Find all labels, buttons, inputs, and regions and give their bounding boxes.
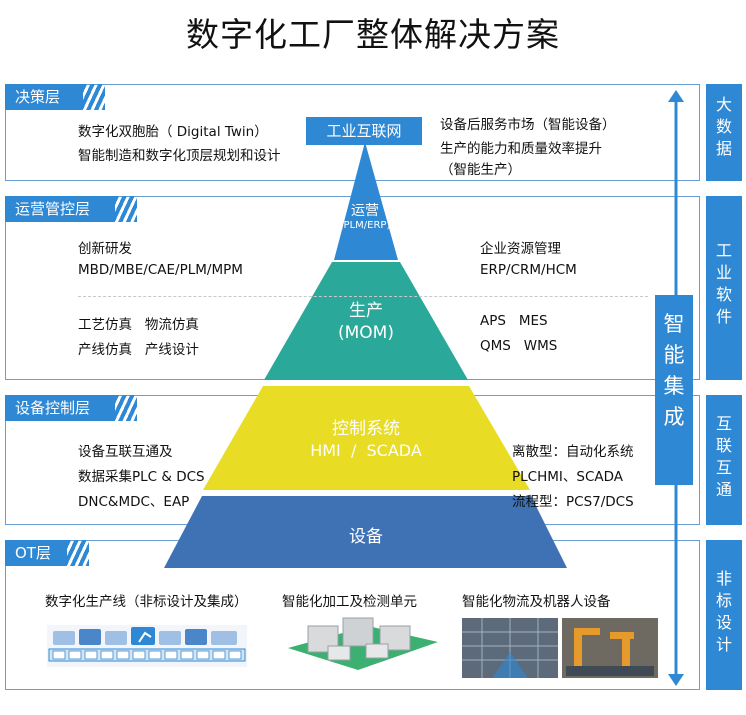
operation-right-line-1: 企业资源管理 [480, 241, 561, 257]
side-char: 非 [715, 569, 732, 588]
ot-caption-logistics-robot: 智能化物流及机器人设备 [462, 594, 611, 610]
pyramid-ops-segment [334, 142, 398, 260]
side-char: 据 [715, 139, 732, 158]
production-title: 生产 [349, 301, 383, 321]
intelligent-integration-box: 智 能 集 成 [655, 295, 693, 485]
side-char: 计 [715, 635, 732, 654]
operation-right-line-4: QMS WMS [480, 338, 558, 354]
pyramid-top-label: 工业互联网 [326, 122, 402, 140]
side-char: 工 [715, 241, 732, 260]
pyramid-production-label: 生产 (MOM) [306, 300, 426, 344]
arrow-head-up-icon [668, 90, 684, 102]
production-line-illustration [47, 625, 247, 667]
monitor-icon [211, 631, 237, 645]
tab-stripes [75, 84, 105, 110]
tab-label: 决策层 [15, 88, 61, 106]
operation-divider [78, 296, 648, 297]
decision-right-line-1: 设备后服务市场（智能设备） [440, 117, 616, 133]
ops-title: 运营 [351, 203, 379, 219]
side-char: 业 [715, 263, 732, 282]
operation-left-line-3: 工艺仿真 物流仿真 [78, 317, 199, 333]
control-right-line-2: PLCHMI、SCADA [512, 469, 623, 485]
tab-stripes [59, 540, 89, 566]
tab-stripes [107, 395, 137, 421]
control-title: 控制系统 [332, 419, 400, 439]
side-char: 标 [715, 591, 732, 610]
cart-icon [105, 631, 127, 645]
tab-ot-layer: OT层 [5, 540, 89, 566]
control-subtitle: HMI / SCADA [310, 441, 422, 460]
integration-char: 成 [663, 405, 685, 429]
side-char: 件 [715, 307, 732, 326]
machining-unit-illustration [288, 617, 438, 670]
ot-caption-machining-unit: 智能化加工及检测单元 [282, 594, 417, 610]
integration-char: 集 [663, 374, 685, 398]
operation-left-line-2: MBD/MBE/CAE/PLM/MPM [78, 262, 243, 278]
pyramid-production-segment [264, 262, 468, 380]
tab-label: 设备控制层 [15, 399, 91, 417]
tab-decision-layer: 决策层 [5, 84, 105, 110]
tab-equipment-control-layer: 设备控制层 [5, 395, 137, 421]
side-char: 大 [715, 95, 732, 114]
operation-left-line-1: 创新研发 [78, 241, 132, 257]
control-right-line-3: 流程型：PCS7/DCS [512, 494, 634, 510]
pyramid-ops-label: 运营 (PLM/ERP) [315, 200, 415, 231]
logistics-robot-illustration [462, 618, 658, 678]
tab-label: 运营管控层 [15, 200, 91, 218]
pyramid-control-segment [203, 386, 530, 490]
integration-char: 智 [663, 312, 685, 336]
tab-stripes [107, 196, 137, 222]
machine-icon [159, 631, 181, 645]
robot-arm-icon [622, 632, 630, 668]
side-char: 设 [715, 613, 732, 632]
decision-right-line-3: （智能生产） [440, 162, 521, 178]
side-char: 数 [715, 117, 732, 136]
decision-right-line-2: 生产的能力和质量效率提升 [440, 141, 602, 157]
side-char: 通 [715, 480, 732, 499]
pyramid-control-label: 控制系统 HMI / SCADA [286, 418, 446, 462]
side-label-big-data: 大 数 据 [706, 84, 742, 181]
pyramid-top-box: 工业互联网 [306, 117, 422, 145]
control-left-line-3: DNC&MDC、EAP [78, 494, 190, 510]
side-char: 互 [715, 458, 732, 477]
pyramid-device-segment [164, 496, 567, 568]
control-right-line-1: 离散型：自动化系统 [512, 444, 634, 460]
wrench-icon [185, 629, 207, 645]
control-left-line-2: 数据采集PLC & DCS [78, 469, 205, 485]
robot-arm-icon [574, 628, 582, 668]
ops-subtitle: (PLM/ERP) [339, 220, 391, 231]
side-char: 互 [715, 414, 732, 433]
side-label-interconnection: 互 联 互 通 [706, 395, 742, 525]
decision-left-line-1: 数字化双胞胎（ Digital Twin） [78, 124, 268, 140]
arrow-head-down-icon [668, 674, 684, 686]
tab-label: OT层 [15, 544, 51, 562]
machine-icon [79, 629, 101, 645]
operation-left-line-4: 产线仿真 产线设计 [78, 342, 199, 358]
ot-caption-production-line: 数字化生产线（非标设计及集成） [45, 594, 248, 610]
operation-right-line-3: APS MES [480, 313, 548, 329]
page-title: 数字化工厂整体解决方案 [186, 15, 560, 54]
pyramid-device-label: 设备 [306, 522, 426, 547]
side-char: 联 [715, 436, 732, 455]
side-label-industrial-software: 工 业 软 件 [706, 196, 742, 380]
machine-icon [53, 631, 75, 645]
decision-left-line-2: 智能制造和数字化顶层规划和设计 [78, 148, 281, 164]
integration-char: 能 [663, 343, 685, 367]
control-left-line-1: 设备互联互通及 [78, 444, 173, 460]
production-subtitle: (MOM) [338, 323, 394, 343]
side-char: 软 [715, 285, 732, 304]
device-title: 设备 [349, 527, 383, 547]
side-label-custom-design: 非 标 设 计 [706, 540, 742, 690]
tab-operation-layer: 运营管控层 [5, 196, 137, 222]
operation-right-line-2: ERP/CRM/HCM [480, 262, 577, 278]
